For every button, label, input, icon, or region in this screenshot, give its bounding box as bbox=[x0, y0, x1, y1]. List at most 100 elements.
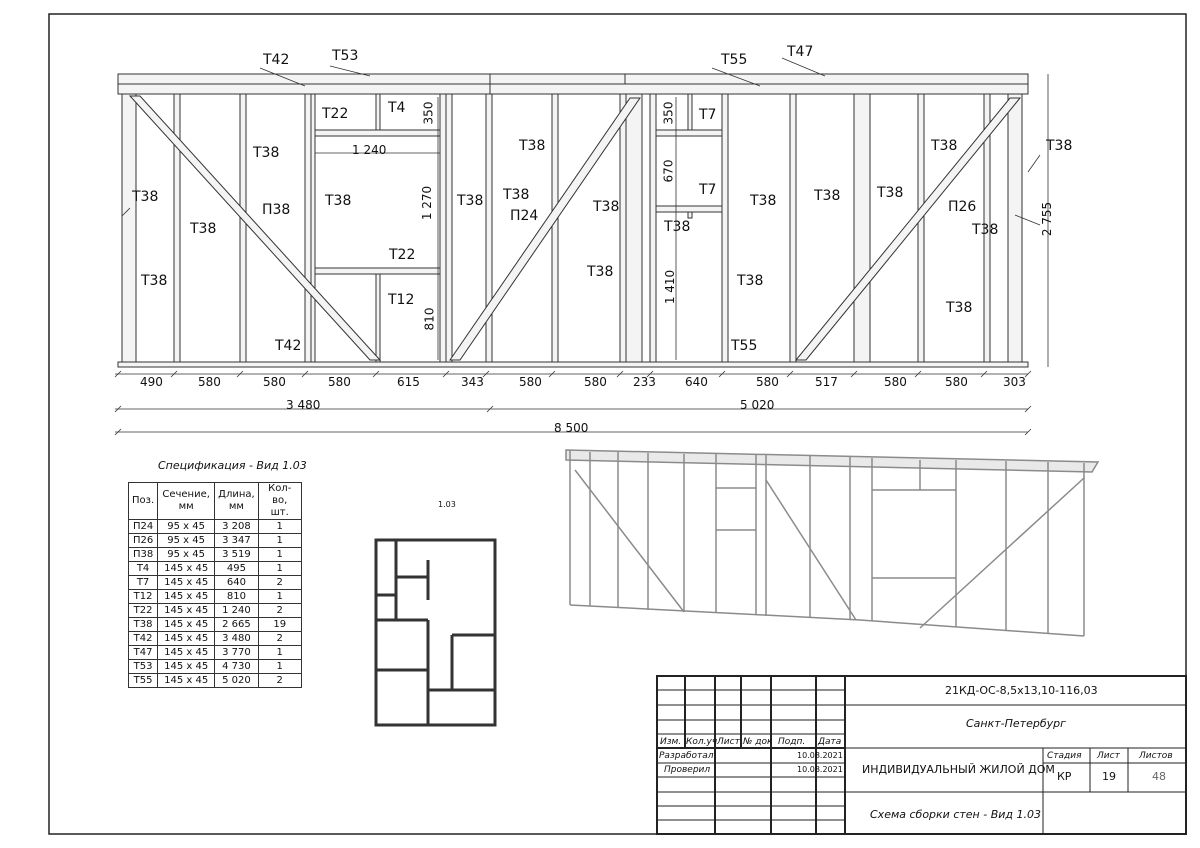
stamp-col-izm: Изм. bbox=[660, 737, 682, 747]
stamp-stage: КР bbox=[1057, 770, 1072, 783]
spec-cell: 495 bbox=[214, 561, 259, 576]
stamp-sheet-label: Лист bbox=[1097, 751, 1120, 761]
spec-cell: П26 bbox=[127, 533, 159, 548]
dim-segment: 343 bbox=[461, 375, 484, 389]
dim-350: 350 bbox=[421, 101, 436, 125]
dim-segment: 580 bbox=[756, 375, 779, 389]
plan-view-label: 1.03 bbox=[438, 500, 456, 509]
spec-cell: 1 bbox=[257, 589, 302, 604]
label-T55-bottom: T55 bbox=[731, 338, 758, 354]
spec-cell: 5 020 bbox=[214, 673, 259, 688]
stud bbox=[173, 93, 181, 363]
label-T38: T38 bbox=[814, 188, 841, 204]
stamp-col-date: Дата bbox=[818, 737, 842, 747]
spec-header: Поз. bbox=[127, 482, 159, 520]
spec-cell: 810 bbox=[214, 589, 259, 604]
dim-2755: 2 755 bbox=[1040, 201, 1055, 237]
dim-tick bbox=[718, 370, 726, 378]
label-T4: T4 bbox=[388, 100, 406, 116]
spec-cell: 3 770 bbox=[214, 645, 259, 660]
spec-cell: 1 bbox=[257, 659, 302, 674]
dim-tick bbox=[372, 370, 380, 378]
stud bbox=[721, 93, 729, 363]
spec-cell: 1 bbox=[257, 519, 302, 534]
spec-cell: 145 x 45 bbox=[157, 659, 216, 674]
stud bbox=[649, 93, 657, 363]
stud bbox=[853, 93, 871, 363]
spec-cell: 1 bbox=[257, 533, 302, 548]
dim-segment: 233 bbox=[633, 375, 656, 389]
dim-segment: 490 bbox=[140, 375, 163, 389]
spec-cell: 145 x 45 bbox=[157, 603, 216, 618]
label-T53: T53 bbox=[332, 48, 359, 64]
stamp-sheets: 48 bbox=[1152, 770, 1166, 783]
label-T38: T38 bbox=[132, 189, 159, 205]
dim-tick bbox=[482, 370, 490, 378]
title-block bbox=[656, 675, 1187, 835]
dim-total-right: 5 020 bbox=[740, 398, 775, 412]
spec-cell: T4 bbox=[127, 561, 159, 576]
leader-lines bbox=[121, 57, 1041, 226]
spec-cell: T42 bbox=[127, 631, 159, 646]
spec-cell: 95 x 45 bbox=[157, 533, 216, 548]
label-P38: П38 bbox=[262, 202, 291, 218]
dim-segment: 580 bbox=[945, 375, 968, 389]
spec-cell: 3 208 bbox=[214, 519, 259, 534]
stud bbox=[687, 93, 693, 131]
stamp-col-podp: Подп. bbox=[778, 737, 806, 747]
dim-810: 810 bbox=[422, 307, 437, 331]
dimension-lines bbox=[114, 74, 1049, 436]
label-T38: T38 bbox=[457, 193, 484, 209]
label-T38: T38 bbox=[946, 300, 973, 316]
stamp-stage-label: Стадия bbox=[1047, 751, 1082, 761]
dim-tick bbox=[114, 405, 122, 413]
stud bbox=[445, 93, 453, 363]
label-T42-top: T42 bbox=[263, 52, 290, 68]
stamp-dev-date: 10.08.2021 bbox=[797, 751, 843, 760]
dim-segment: 580 bbox=[328, 375, 351, 389]
header-T7 bbox=[655, 205, 723, 213]
dim-tick bbox=[301, 370, 309, 378]
spec-cell: 95 x 45 bbox=[157, 519, 216, 534]
header-T22 bbox=[314, 129, 441, 137]
stud bbox=[310, 93, 316, 363]
dim-segment: 580 bbox=[263, 375, 286, 389]
dim-tick bbox=[114, 370, 122, 378]
spec-cell: T12 bbox=[127, 589, 159, 604]
stamp-col-kolch: Кол.уч bbox=[686, 737, 718, 747]
stamp-sheet-name: Схема сборки стен - Вид 1.03 bbox=[870, 808, 1041, 821]
stud bbox=[121, 93, 137, 363]
label-T42-bottom: T42 bbox=[275, 338, 302, 354]
floor-plan bbox=[374, 538, 497, 727]
spec-cell: 145 x 45 bbox=[157, 589, 216, 604]
dim-total-left: 3 480 bbox=[286, 398, 321, 412]
spec-cell: T47 bbox=[127, 645, 159, 660]
label-T38: T38 bbox=[664, 219, 691, 235]
dim-tick bbox=[1024, 428, 1032, 436]
stud bbox=[619, 93, 627, 363]
label-T38: T38 bbox=[737, 273, 764, 289]
header-T22 bbox=[314, 267, 441, 275]
label-T55-top: T55 bbox=[721, 52, 748, 68]
label-T38: T38 bbox=[519, 138, 546, 154]
stud bbox=[625, 93, 643, 363]
label-T38: T38 bbox=[325, 193, 352, 209]
label-T38: T38 bbox=[190, 221, 217, 237]
spec-title: Спецификация - Вид 1.03 bbox=[158, 459, 307, 472]
spec-cell: П24 bbox=[127, 519, 159, 534]
brace-P24 bbox=[449, 97, 641, 361]
spec-table: Поз. Сечение, мм Длина, мм Кол-во, шт. П… bbox=[127, 482, 302, 688]
dim-total: 8 500 bbox=[554, 421, 589, 435]
spec-cell: 145 x 45 bbox=[157, 645, 216, 660]
spec-cell: T38 bbox=[127, 617, 159, 632]
spec-cell: 2 bbox=[257, 631, 302, 646]
stud bbox=[439, 93, 447, 363]
